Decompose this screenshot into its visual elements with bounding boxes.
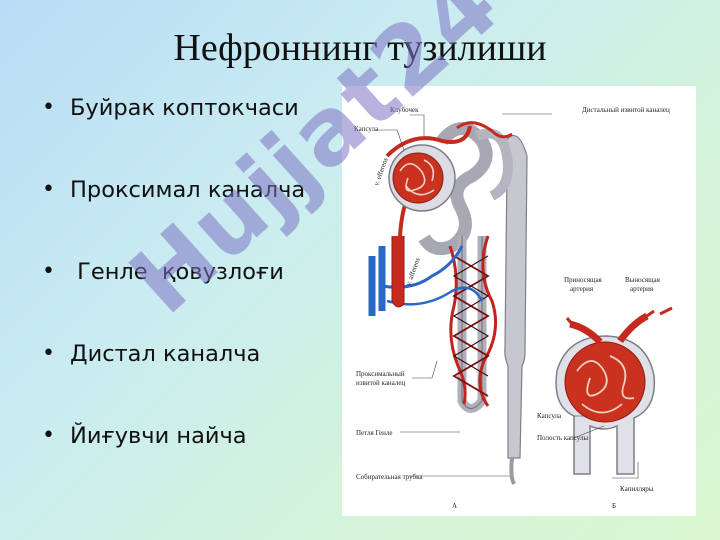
nephron-diagram: Клубочек Дистальный извитой каналец Капс… <box>354 106 673 510</box>
label-proximal-line2: извитой каналец <box>356 379 405 387</box>
bullet-item-proximal-tubule: Проксимал каналча <box>42 170 305 210</box>
label-distal-tubule: Дистальный извитой каналец <box>582 106 670 114</box>
label-afferent-artery: Приносящая артерия <box>564 276 604 293</box>
bullet-item-henle-loop: Генле қовузлоғи <box>42 252 305 292</box>
bullet-item-distal-tubule: Дистал каналча <box>42 334 305 374</box>
collecting-duct <box>501 135 528 459</box>
bullet-item-collecting-duct: Йиғувчи найча <box>42 416 305 456</box>
label-kapsula-b: Капсула <box>537 412 562 420</box>
bullet-list: Буйрак коптокчаси Проксимал каналча Генл… <box>42 88 305 498</box>
label-henle-loop: Петля Генле <box>356 429 392 437</box>
bullet-item-glomerulus: Буйрак коптокчаси <box>42 88 305 128</box>
label-kapsula: Капсула <box>354 125 379 133</box>
label-capillaries: Капилляры <box>620 485 654 493</box>
slide-title: Нефроннинг тузилиши <box>173 27 547 69</box>
label-proximal-tubule: Проксимальный извитой каналец <box>356 370 406 387</box>
glomerulus-b <box>564 341 646 423</box>
label-proximal-line1: Проксимальный <box>356 370 405 378</box>
label-capsule-cavity: Полость капсулы <box>537 434 588 442</box>
label-letter-b: Б <box>612 502 616 510</box>
nephron-illustration: Клубочек Дистальный извитой каналец Капс… <box>342 86 696 516</box>
artery <box>391 236 405 308</box>
vein <box>368 246 386 316</box>
label-v-efferens: v. efferens <box>372 156 390 186</box>
label-klubochek: Клубочек <box>390 106 419 114</box>
label-collecting-duct: Собирательная трубка <box>356 473 423 481</box>
label-efferent-artery: Выносящая артерия <box>625 276 662 293</box>
label-letter-a: А <box>452 502 457 510</box>
glomerulus <box>392 152 444 204</box>
